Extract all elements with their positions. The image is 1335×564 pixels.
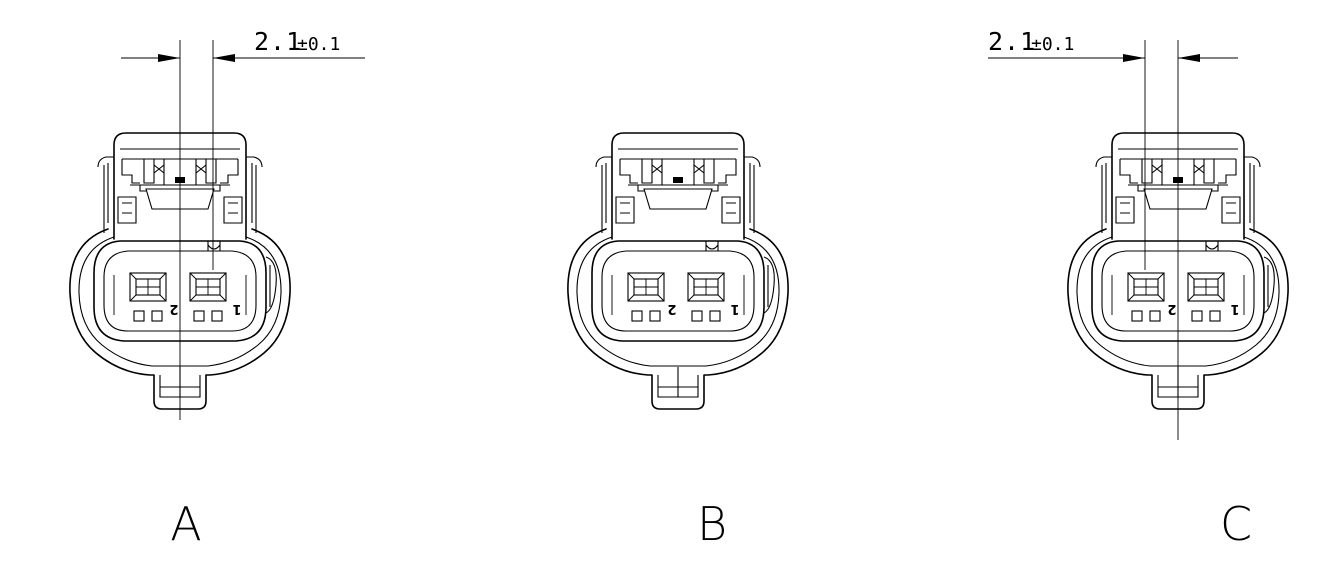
view-c-pin-label-2: 2: [1167, 301, 1176, 316]
view-c-dimension-tolerance: ±0.1: [1031, 34, 1074, 55]
view-b: 2 1 B: [567, 132, 789, 551]
view-c-label: C: [1220, 497, 1252, 551]
view-b-pin-label-2: 2: [667, 301, 676, 316]
view-c-dimension-value: 2.1: [988, 27, 1036, 56]
view-b-pin-label-1: 1: [730, 301, 739, 316]
view-c: 2.1 ±0.1 2 1 C: [988, 27, 1289, 551]
view-a-label: A: [170, 497, 201, 551]
view-a-pin-label-1: 1: [232, 301, 241, 316]
view-a-dimension-tolerance: ±0.1: [297, 34, 340, 55]
view-b-label: B: [697, 497, 727, 551]
view-a-dimension-value: 2.1: [254, 27, 302, 56]
view-c-pin-label-1: 1: [1230, 301, 1239, 316]
view-a-pin-label-2: 2: [169, 301, 178, 316]
view-a: 2.1 ±0.1 2 1 A: [69, 27, 365, 551]
